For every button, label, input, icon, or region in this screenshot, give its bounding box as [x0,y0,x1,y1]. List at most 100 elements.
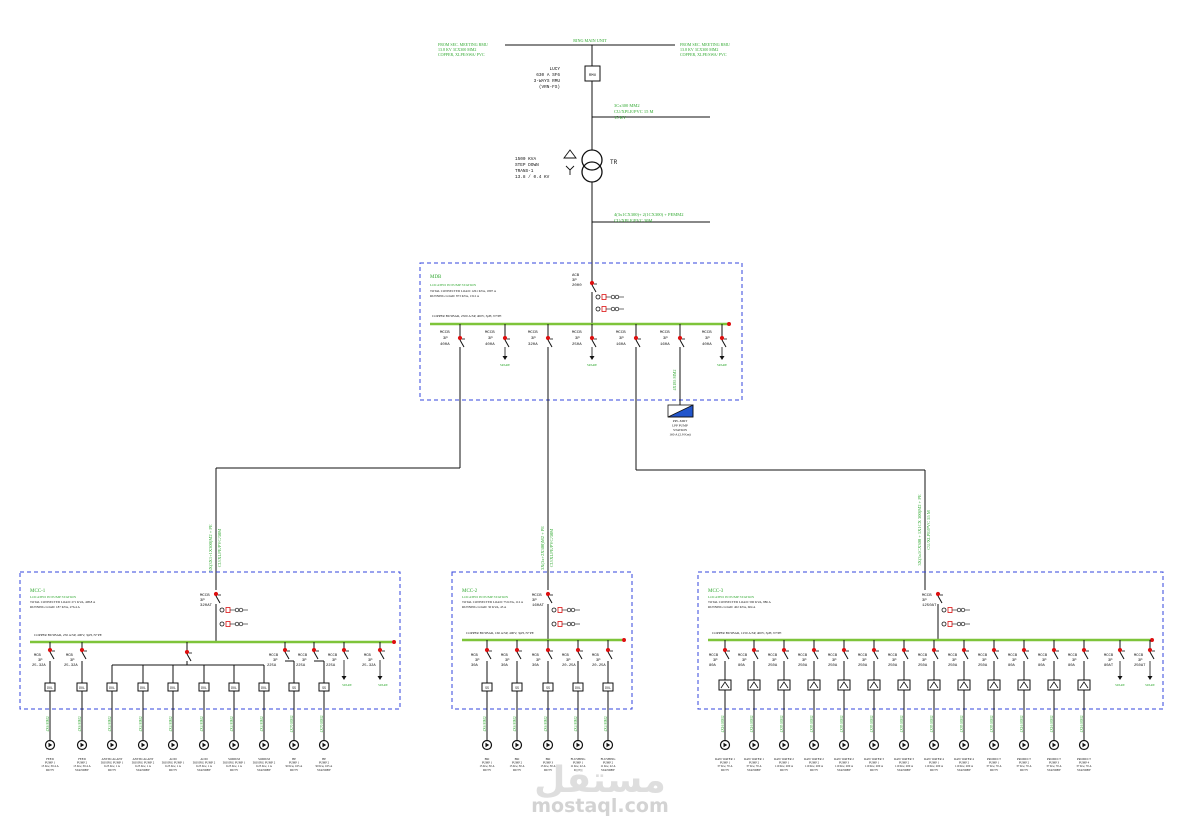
mcc3-incomer-label-line-2: 1250AT [922,604,937,608]
mdb-feeder-5-breaker-terminal [677,335,683,341]
mdb-feeder-2-rating: 320A [528,343,538,347]
mcc1-load-1-pump-arrow [80,742,85,748]
mcc1-busbar-end [392,640,396,644]
mcc2-load-2-starter-label: SS [546,686,550,690]
mcc3-panel-border [697,571,1164,710]
mcc3-load-6-label-line-0: RAW WATER 3 [894,757,914,761]
rmu-feeder-right-line-2: COPPER, XLPE/SWA/ PVC [680,52,727,58]
mcc2-load-3-cable-label: 4X4 MM2 [574,716,578,731]
mcc3-load-8-pump [958,739,970,751]
mcc3-load-10-vfd-symbol [1019,681,1029,689]
mcc3-load-6-pump-arrow [902,742,907,748]
mcc3-breaker-5-type: MCCB [858,654,868,658]
mcc3-breaker-10-terminal [1021,647,1027,653]
mcc3-breaker-11-rating: 80A [1038,664,1046,668]
mcc2-load-2-cable-label: 4X6 MM2 [544,716,548,731]
mcc3-breaker-13-rating: 80AT [1104,664,1114,668]
mcc1-load-9-label-line-2: 90 Kw, 165 A [316,764,333,769]
mcc3-load-12-vfd-symbol [1079,681,1089,689]
mcc1-load-8-label-line-2: 90 Kw, 165 A [286,764,303,769]
mcc3-load-9-label-line-3: DUTY [990,768,999,772]
mcc3-breaker-8-type: MCCB [948,654,958,658]
mcc2-load-0-label-line-0: ERI [485,757,490,761]
mcc2-load-0-cable-label: 4X6 MM2 [483,716,487,731]
mcc3-load-0-cable-label: 4X16 MM2 [721,715,725,732]
lpp-label-line-3: 160 A (2.9 Km) [669,433,690,437]
lpp-label-line-2: STATION [673,428,687,432]
mcc3-load-11-vfd-symbol [1049,681,1059,689]
mcc3-breaker-11-terminal [1051,647,1057,653]
mcc3-load-4-label-line-1: PUMP 3 [839,761,850,765]
mdb-acb-terminal [589,280,595,286]
mcc2-incomer-label-line-1: 3P [532,599,537,603]
mcc2-breaker-0-type: MCB [471,654,479,658]
mcc1-breaker-2-contact [284,651,290,660]
mcc1-breaker-3-type: MCCB [298,654,308,658]
mcc1-load-3-pump [137,739,149,751]
lpp-panel-box [667,404,694,418]
mcc1-breaker-4-contact [343,651,349,660]
mdb-feeder-4-breaker-contact [635,339,641,348]
mcc1-load-5-pump-arrow [202,742,207,748]
mcc2-cable-label-a: 3X(3x+2X300)M2 + PE [540,526,545,570]
mcc2-breaker-2-poles: 3P [536,659,541,663]
mcc2-load-2-pump-arrow [546,742,551,748]
mcc2-load-4-label-line-1: PUMP 2 [603,761,614,765]
mcc3-load-10-label-line-2: 37 Kw, 70 A [1016,764,1032,769]
mdb-feeder-2-breaker-terminal [545,335,551,341]
hv-cable-label-line-0: 3Cx300 MM2 [614,103,640,108]
mcc3-breaker-9-terminal [991,647,997,653]
mdb-spare-2-label: SPARE [717,363,727,367]
mdb-acb-metering-relay [601,306,607,312]
mcc3-breaker-3-terminal [811,647,817,653]
mdb-busbar-end [727,322,731,326]
mdb-location: LOCATED IN PUMP STATION [430,283,476,287]
mcc3-breaker-13-terminal [1117,647,1123,653]
mcc3-breaker-7-poles: 3P [922,659,927,663]
mcc2-breaker-3-contact [577,651,583,660]
mcc1-load-3-label-line-2: 0.25 Kw, 1 A [135,764,152,769]
mcc3-breaker-11-contact [1053,651,1059,660]
mcc2-breaker-3-terminal [575,647,581,653]
mcc1-load-0-pump-arrow [48,742,53,748]
mcc3-load-11-label-line-2: 37 Kw, 70 A [1046,764,1062,769]
mcc1-load-1-label-line-2: 15 Kw, 30.4 A [73,764,91,769]
mcc3-load-4-cable-label: 4X95 MM2 [840,715,844,732]
mcc3-load-8-label-line-1: PUMP 2 [959,761,970,765]
mcc1-load-7-pump-arrow [262,742,267,748]
mcc1-load-2-label-line-2: 0.25 Kw, 1 A [104,764,121,769]
mcc1-load-0-label-line-2: 15 Kw, 30.4 A [41,764,59,769]
hv-cable-label-line-2: 15 KV [614,115,627,120]
mcc1-load-3-label-line-1: DOSING PUMP 2 [132,761,155,765]
mcc2-load-4-label-line-2: 11 Kw, 22 A [600,764,616,769]
rmu-feeder-left-line-2: COPPER, XLPE/SWA/ PVC [438,52,485,58]
mcc3-cable-label-a: 3X(3x1CX300 + 1X1CX 300)M2 + PE [917,494,922,565]
lv-cable-label-line-0: 4(3x1CX300)+ 2(1CX300) + PEMM2 [614,212,683,217]
mcc1-load-1-label-line-0: FEED [78,757,86,761]
mcc1-load-5-label-line-0: ACID [200,757,208,761]
rmu-feeder-left-line-1: 13.8 KV 3CX300 MM2 [438,47,476,52]
mdb-feeder-4-type: MCCB [616,331,626,335]
mcc1-panel-border [19,571,401,710]
mdb-feeder-1-breaker-contact [504,339,510,348]
mcc2-load-3-label-line-0: FLUSHING [571,757,587,761]
mcc1-load-0-label-line-0: FEED [46,757,54,761]
mcc1-load-4-label-line-1: DOSING PUMP 1 [162,761,185,765]
mcc3-breaker-6-type: MCCB [888,654,898,658]
mcc1-load-0-starter-label: DOL [47,686,53,690]
lpp-cable-label: 4X185 MM2 [672,369,677,390]
mcc1-location: LOCATED IN PUMP STATION [30,595,76,599]
mcc1-spare-1-label: SPARE [378,683,388,687]
mcc3-incomer-protection-ct [941,607,947,613]
mcc3-load-1-label-line-1: PUMP 2 [749,761,760,765]
mcc3-incomer-metering-relay [947,621,953,627]
mcc2-incomer-protection-relay [557,607,563,613]
mcc3-load-7-label-line-3: DUTY [930,768,939,772]
mcc3-load-12-label-line-2: 37 Kw, 70 A [1076,764,1092,769]
mcc3-incomer-metering-ct [941,621,947,627]
mcc1-load-8-pump-arrow [292,742,297,748]
mcc3-load-6-pump [898,739,910,751]
mcc3-breaker-3-type: MCCB [798,654,808,658]
mcc3-load-2-label-line-1: PUMP 1 [779,761,790,765]
mcc1-breaker-2-terminal [282,647,288,653]
